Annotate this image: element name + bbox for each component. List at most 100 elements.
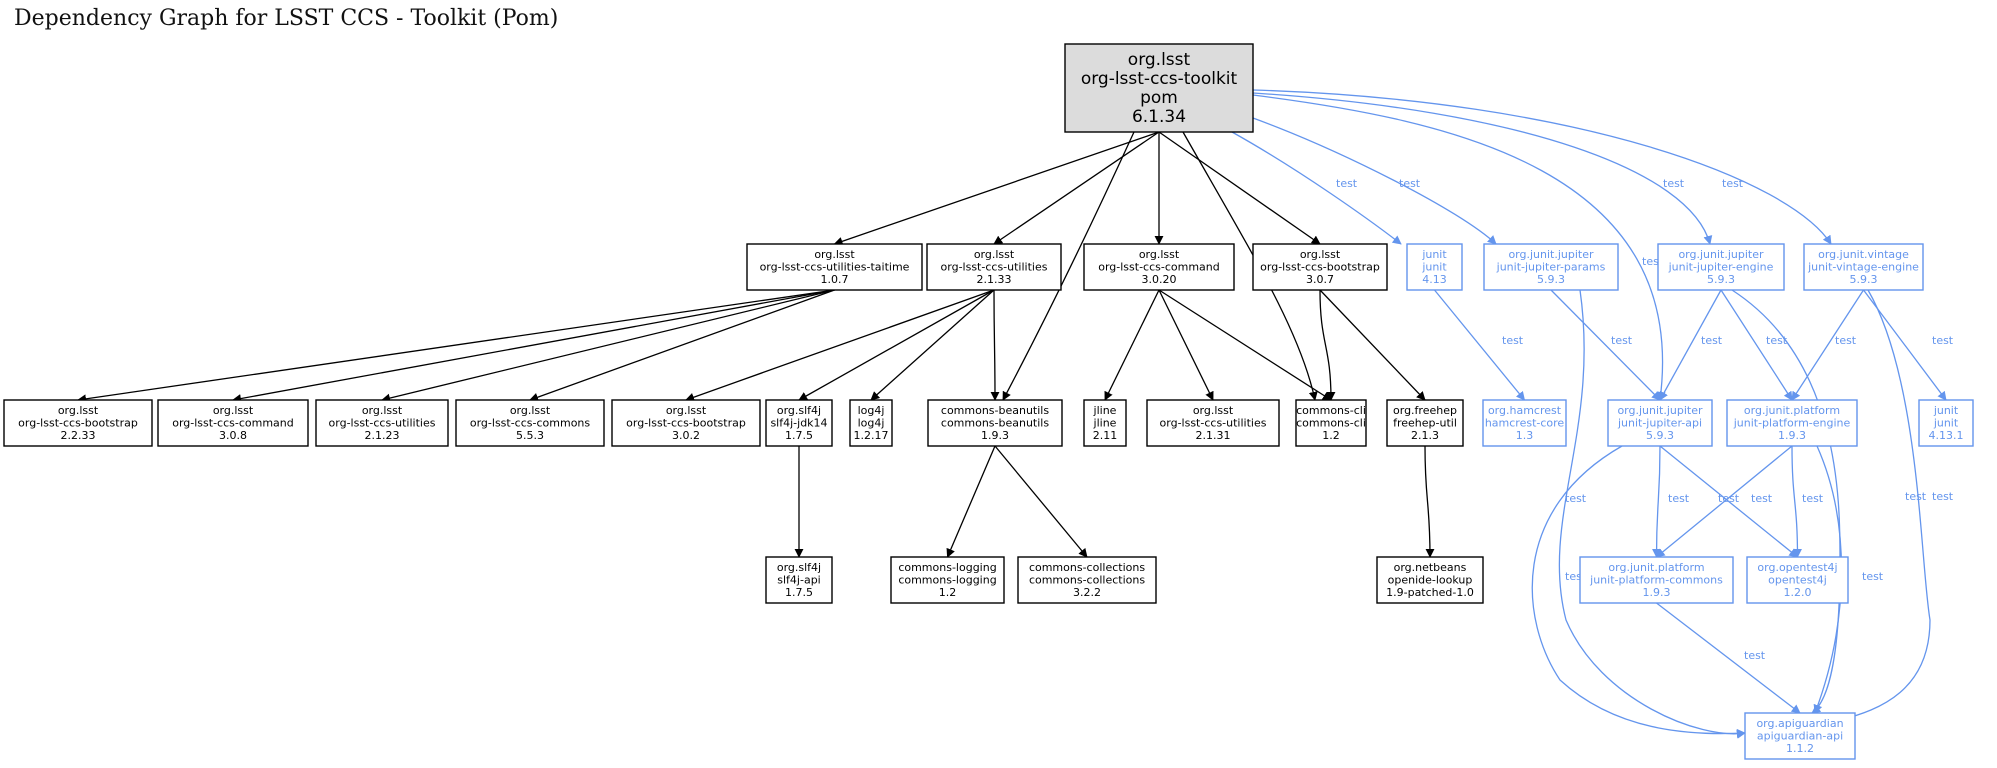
node-line: 5.9.3 xyxy=(1850,273,1878,286)
edge-label: test xyxy=(1835,334,1857,347)
node-line: 3.0.20 xyxy=(1142,273,1177,286)
edge-bootstrap307-to-freehep xyxy=(1319,289,1426,401)
edge-label: test xyxy=(1932,490,1954,503)
node-line: junit-platform-engine xyxy=(1733,417,1851,430)
edge-taitime-to-utilities2123 xyxy=(381,289,835,403)
edge-label: test xyxy=(1862,570,1884,583)
node-line: 3.0.7 xyxy=(1306,273,1334,286)
edge-label: test xyxy=(1399,177,1421,190)
node-line: org.junit.vintage xyxy=(1818,248,1909,261)
edge-label: test xyxy=(1751,492,1773,505)
edge-command3020-to-utilities2131 xyxy=(1158,289,1214,401)
edge-vengine-to-pengine: test xyxy=(1791,289,1865,401)
node-line: 6.1.34 xyxy=(1132,107,1186,127)
node-line: org-lsst-ccs-command xyxy=(1098,261,1220,274)
edge-root-to-junit413: test xyxy=(1231,131,1402,245)
node-line: 1.2.17 xyxy=(854,429,889,442)
node-line: org-lsst-ccs-bootstrap xyxy=(1260,261,1380,274)
node-line: org.lsst xyxy=(510,404,551,417)
node-pengine: org.junit.platformjunit-platform-engine1… xyxy=(1726,399,1858,447)
edge-taitime-to-bootstrap2233 xyxy=(77,289,835,404)
node-line: commons-logging xyxy=(898,561,996,574)
edge-label: test xyxy=(1701,334,1723,347)
edge-label: test xyxy=(1932,334,1954,347)
node-line: 1.0.7 xyxy=(821,273,849,286)
node-line: 1.7.5 xyxy=(785,586,813,599)
node-line: junit-jupiter-params xyxy=(1496,261,1606,274)
node-line: 5.9.3 xyxy=(1537,273,1565,286)
node-line: org.lsst xyxy=(666,404,707,417)
node-line: org.slf4j xyxy=(777,561,821,574)
edge-label: test xyxy=(1744,649,1766,662)
node-line: 4.13 xyxy=(1422,273,1447,286)
node-line: 1.9.3 xyxy=(981,429,1009,442)
edge-jparams-to-apiguardian: test xyxy=(1558,289,1746,739)
node-line: org.lsst xyxy=(974,248,1015,261)
node-line: org-lsst-ccs-toolkit xyxy=(1081,69,1238,89)
node-line: org.lsst xyxy=(1300,248,1341,261)
edge-label: test xyxy=(1565,492,1587,505)
node-line: org-lsst-ccs-utilities-taitime xyxy=(760,261,910,274)
node-line: org.freehep xyxy=(1393,404,1457,417)
edge-root-to-jengine: test xyxy=(1252,92,1713,245)
node-line: 1.9.3 xyxy=(1643,586,1671,599)
node-line: org-lsst-ccs-utilities xyxy=(329,417,436,430)
node-line: org.apiguardian xyxy=(1756,717,1843,730)
edge-label: test xyxy=(1802,492,1824,505)
edge-junit413-to-hamcrest: test xyxy=(1433,289,1526,401)
edge-root-to-taitime xyxy=(833,131,1160,246)
edge-taitime-to-command308 xyxy=(232,289,835,403)
node-line: 1.2 xyxy=(1322,429,1340,442)
edge-bootstrap307-to-cli xyxy=(1319,289,1336,401)
node-jengine: org.junit.jupiterjunit-jupiter-engine5.9… xyxy=(1657,243,1785,291)
node-line: 3.0.8 xyxy=(219,429,247,442)
node-line: 1.3 xyxy=(1516,429,1534,442)
node-line: org.junit.jupiter xyxy=(1678,248,1764,261)
node-line: junit-jupiter-api xyxy=(1617,417,1702,430)
node-line: 1.9.3 xyxy=(1778,429,1806,442)
node-line: junit xyxy=(1933,417,1959,430)
edge-beanutils-to-collections xyxy=(994,445,1088,558)
node-line: commons-beanutils xyxy=(941,417,1049,430)
node-line: 1.7.5 xyxy=(785,429,813,442)
edge-label: test xyxy=(1668,492,1690,505)
node-line: commons-logging xyxy=(898,574,996,587)
node-line: pom xyxy=(1140,88,1178,108)
node-line: org.lsst xyxy=(1139,248,1180,261)
node-line: opentest4j xyxy=(1768,574,1827,587)
node-line: log4j xyxy=(858,404,885,417)
node-line: jline xyxy=(1093,404,1117,417)
node-line: commons-cli xyxy=(1296,404,1366,417)
node-line: org.junit.jupiter xyxy=(1508,248,1594,261)
node-line: org-lsst-ccs-bootstrap xyxy=(18,417,138,430)
edge-root-to-bootstrap307 xyxy=(1158,131,1321,245)
node-line: hamcrest-core xyxy=(1485,417,1565,430)
node-line: slf4j-jdk14 xyxy=(770,417,827,430)
edge-command3020-to-jline xyxy=(1104,289,1160,401)
node-line: org-lsst-ccs-commons xyxy=(470,417,591,430)
node-line: org.lsst xyxy=(58,404,99,417)
edge-label: test xyxy=(1336,177,1358,190)
edge-utilities2133-to-log4j xyxy=(870,289,995,401)
node-line: org.opentest4j xyxy=(1757,561,1837,574)
edge-jparams-to-japi: test xyxy=(1550,289,1661,401)
node-line: org-lsst-ccs-command xyxy=(172,417,294,430)
node-line: org.hamcrest xyxy=(1488,404,1562,417)
node-line: 3.0.2 xyxy=(672,429,700,442)
